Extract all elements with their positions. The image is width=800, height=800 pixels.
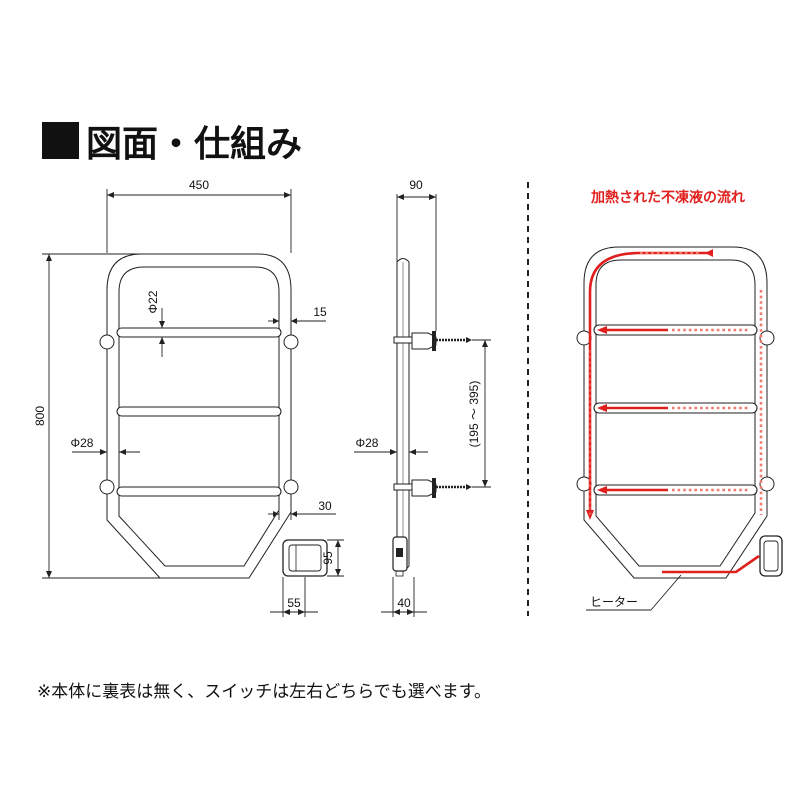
title-square-icon [42, 122, 79, 159]
mount-disc [99, 479, 115, 495]
dim-side-offset: 15 [313, 305, 327, 319]
front-crossbar [116, 486, 282, 497]
flow-arrow [588, 251, 712, 512]
dim-box-width: 55 [287, 596, 301, 610]
front-crossbar [116, 406, 282, 417]
dim-depth: 90 [409, 178, 423, 192]
footnote: ※本体に裏表は無く、スイッチは左右どちらでも選べます。 [37, 681, 491, 702]
front-view: 450 800 Φ22 Φ28 15 30 [33, 178, 344, 617]
dim-mount-range: (195 ～ 395) [467, 381, 481, 448]
mount-disc [283, 334, 299, 350]
title-block: 図面・仕組み [42, 122, 302, 165]
heater-label: ヒーター [590, 595, 638, 609]
dim-frame-diameter: Φ28 [71, 436, 94, 450]
flow-view: 加熱された不凍液の流れ ヒーター [576, 189, 783, 611]
mount-disc [283, 479, 299, 495]
dim-box-depth: 40 [397, 596, 411, 610]
dim-bottom-offset: 30 [318, 499, 332, 513]
dim-bar-diameter: Φ22 [146, 290, 160, 313]
side-view: 90 Φ28 (195 ～ 395) 40 [354, 178, 491, 617]
dim-side-frame-diameter: Φ28 [356, 436, 379, 450]
dim-box-height: 95 [321, 551, 335, 565]
mount-disc [99, 334, 115, 350]
page-title: 図面・仕組み [86, 124, 302, 165]
heater-line [662, 554, 760, 574]
front-crossbar [116, 327, 282, 338]
switch-box [282, 539, 328, 577]
dim-height: 800 [33, 406, 47, 426]
flow-title: 加熱された不凍液の流れ [590, 189, 745, 206]
dim-width: 450 [189, 178, 209, 192]
